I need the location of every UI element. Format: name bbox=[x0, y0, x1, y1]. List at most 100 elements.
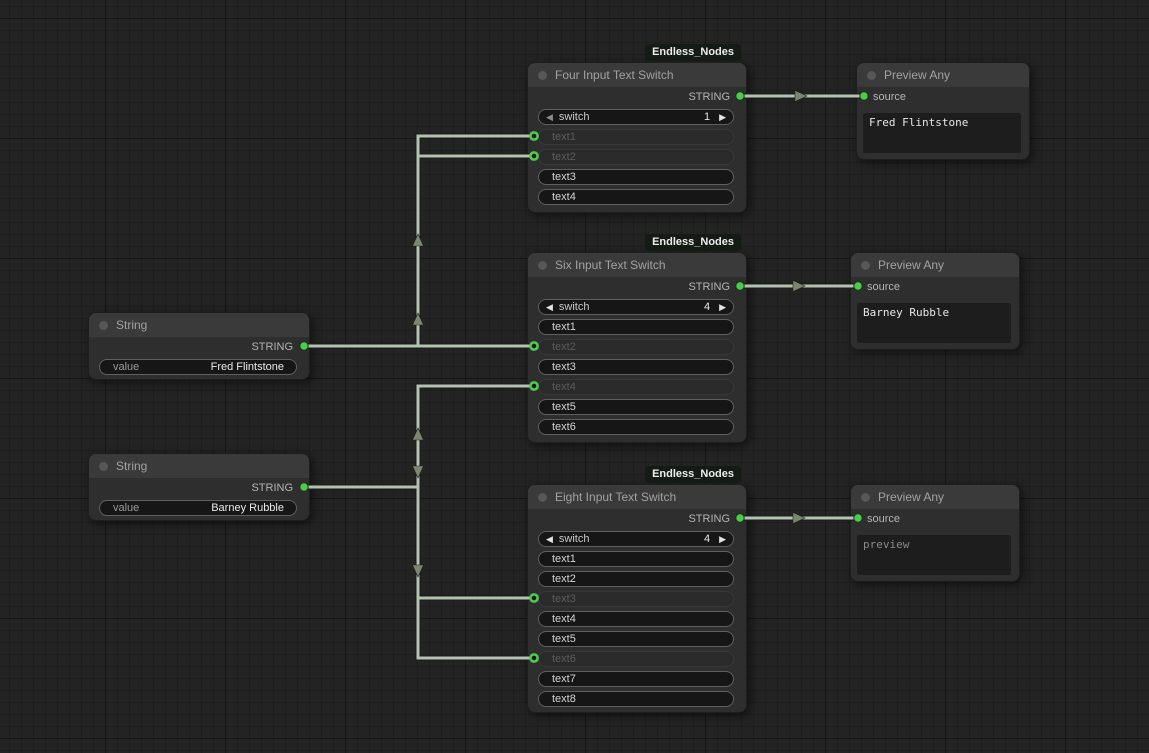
input-slot-text1[interactable]: text1 bbox=[538, 129, 734, 145]
node-preview-any-1[interactable]: Preview Any source Fred Flintstone bbox=[856, 62, 1030, 160]
text-widget-text1[interactable]: text1 bbox=[538, 319, 734, 335]
wire-fred-to-four-text2 bbox=[304, 154, 534, 348]
node-eight-input-text-switch[interactable]: Endless_Nodes Eight Input Text Switch ST… bbox=[527, 466, 747, 713]
input-slot-text2[interactable]: text2 bbox=[538, 339, 734, 355]
widget-label: value bbox=[113, 502, 140, 514]
collapse-dot-icon[interactable] bbox=[861, 260, 870, 270]
node-six-input-text-switch[interactable]: Endless_Nodes Six Input Text Switch STRI… bbox=[527, 234, 747, 443]
text-widget-text1[interactable]: text1 bbox=[538, 551, 734, 567]
output-label: STRING bbox=[688, 281, 730, 293]
flow-arrow-up-icon bbox=[412, 312, 424, 326]
collapse-dot-icon[interactable] bbox=[538, 70, 547, 80]
wire-under bbox=[304, 153, 534, 349]
widget-label: value bbox=[113, 361, 140, 373]
switch-value: 4 bbox=[703, 533, 711, 545]
wire-under bbox=[304, 484, 534, 661]
input-slot-text2[interactable]: text2 bbox=[538, 149, 734, 165]
decrement-arrow-icon[interactable]: ◀ bbox=[546, 111, 553, 122]
node-title-bar[interactable]: Preview Any bbox=[857, 63, 1029, 87]
node-title-bar[interactable]: Preview Any bbox=[851, 485, 1019, 509]
value-widget[interactable]: value Fred Flintstone bbox=[99, 359, 297, 375]
text-widget-text5[interactable]: text5 bbox=[538, 631, 734, 647]
collapse-dot-icon[interactable] bbox=[538, 260, 547, 270]
input-slot-text3[interactable]: text3 bbox=[538, 591, 734, 607]
node-title: Eight Input Text Switch bbox=[555, 490, 677, 504]
switch-label: switch bbox=[558, 111, 590, 123]
node-title-bar[interactable]: Four Input Text Switch bbox=[528, 63, 746, 87]
text-widget-text4[interactable]: text4 bbox=[538, 189, 734, 205]
output-label: STRING bbox=[251, 482, 293, 494]
flow-arrow-down-icon bbox=[412, 564, 424, 578]
output-label: STRING bbox=[688, 513, 730, 525]
text-widget-text4[interactable]: text4 bbox=[538, 611, 734, 627]
node-title: Preview Any bbox=[878, 258, 945, 272]
node-four-input-text-switch[interactable]: Endless_Nodes Four Input Text Switch STR… bbox=[527, 44, 747, 213]
switch-value: 4 bbox=[703, 301, 711, 313]
node-title-bar[interactable]: String bbox=[89, 313, 309, 337]
flow-arrow-up-icon bbox=[412, 233, 424, 247]
increment-arrow-icon[interactable]: ▶ bbox=[719, 111, 726, 122]
wire-fred-to-four-text1 bbox=[304, 134, 534, 348]
decrement-arrow-icon[interactable]: ◀ bbox=[546, 533, 553, 544]
wire-barney-to-eight-text3 bbox=[304, 485, 534, 600]
preview-output-text: preview bbox=[857, 535, 1011, 575]
node-title-bar[interactable]: Six Input Text Switch bbox=[528, 253, 746, 277]
wire-under bbox=[304, 133, 534, 349]
node-badge: Endless_Nodes bbox=[645, 44, 741, 61]
node-preview-any-2[interactable]: Preview Any source Barney Rubble bbox=[850, 252, 1020, 350]
value-widget[interactable]: value Barney Rubble bbox=[99, 500, 297, 516]
output-label: STRING bbox=[688, 91, 730, 103]
text-widget-text7[interactable]: text7 bbox=[538, 671, 734, 687]
node-title-bar[interactable]: Preview Any bbox=[851, 253, 1019, 277]
flow-arrow-up-icon bbox=[412, 427, 424, 441]
node-title: String bbox=[116, 318, 148, 332]
node-title: Six Input Text Switch bbox=[555, 258, 666, 272]
text-widget-text3[interactable]: text3 bbox=[538, 169, 734, 185]
input-slot-text6[interactable]: text6 bbox=[538, 651, 734, 667]
input-label: source bbox=[867, 513, 901, 525]
switch-label: switch bbox=[558, 301, 590, 313]
collapse-dot-icon[interactable] bbox=[99, 320, 108, 330]
collapse-dot-icon[interactable] bbox=[99, 461, 108, 471]
flow-arrow-right-icon bbox=[794, 90, 808, 102]
node-title: Preview Any bbox=[878, 490, 945, 504]
preview-output-text: Barney Rubble bbox=[857, 303, 1011, 343]
preview-output-text: Fred Flintstone bbox=[863, 113, 1021, 153]
input-slot-text4[interactable]: text4 bbox=[538, 379, 734, 395]
widget-value: Fred Flintstone bbox=[210, 361, 284, 373]
increment-arrow-icon[interactable]: ▶ bbox=[719, 533, 726, 544]
switch-widget[interactable]: ◀ switch 4 ▶ bbox=[538, 299, 734, 315]
node-title-bar[interactable]: String bbox=[89, 454, 309, 478]
decrement-arrow-icon[interactable]: ◀ bbox=[546, 301, 553, 312]
flow-arrow-right-icon bbox=[792, 280, 806, 292]
node-title-bar[interactable]: Eight Input Text Switch bbox=[528, 485, 746, 509]
increment-arrow-icon[interactable]: ▶ bbox=[719, 301, 726, 312]
collapse-dot-icon[interactable] bbox=[538, 492, 547, 502]
switch-value: 1 bbox=[703, 111, 711, 123]
node-title: String bbox=[116, 459, 148, 473]
text-widget-text5[interactable]: text5 bbox=[538, 399, 734, 415]
flow-arrow-right-icon bbox=[792, 512, 806, 524]
text-widget-text8[interactable]: text8 bbox=[538, 691, 734, 707]
wire-barney-to-eight-text6 bbox=[304, 485, 534, 660]
collapse-dot-icon[interactable] bbox=[861, 492, 870, 502]
node-badge: Endless_Nodes bbox=[645, 234, 741, 251]
widget-value: Barney Rubble bbox=[211, 502, 284, 514]
node-title: Preview Any bbox=[884, 68, 951, 82]
wire-under bbox=[304, 484, 534, 601]
switch-widget[interactable]: ◀ switch 4 ▶ bbox=[538, 531, 734, 547]
node-title: Four Input Text Switch bbox=[555, 68, 674, 82]
input-label: source bbox=[867, 281, 901, 293]
switch-widget[interactable]: ◀ switch 1 ▶ bbox=[538, 109, 734, 125]
text-widget-text2[interactable]: text2 bbox=[538, 571, 734, 587]
text-widget-text3[interactable]: text3 bbox=[538, 359, 734, 375]
collapse-dot-icon[interactable] bbox=[867, 70, 876, 80]
node-preview-any-3[interactable]: Preview Any source preview bbox=[850, 484, 1020, 582]
wire-under bbox=[304, 383, 534, 490]
node-badge: Endless_Nodes bbox=[645, 466, 741, 483]
text-widget-text6[interactable]: text6 bbox=[538, 419, 734, 435]
switch-label: switch bbox=[558, 533, 590, 545]
node-string-2[interactable]: String STRING value Barney Rubble bbox=[88, 453, 310, 521]
output-label: STRING bbox=[251, 341, 293, 353]
node-string-1[interactable]: String STRING value Fred Flintstone bbox=[88, 312, 310, 380]
